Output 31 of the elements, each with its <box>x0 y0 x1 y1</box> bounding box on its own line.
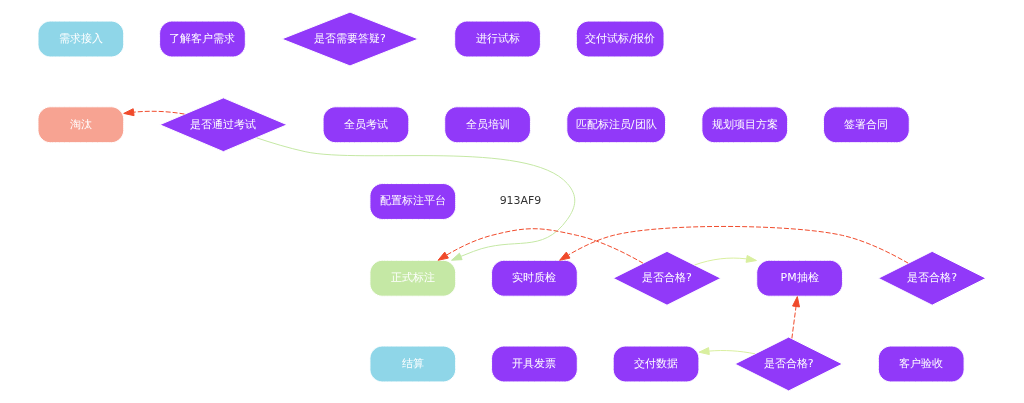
node-box: 实时质检 <box>491 259 578 297</box>
node-box: 客户验收 <box>877 345 965 383</box>
node-box: 正式标注 <box>369 259 457 297</box>
node-box: 开具发票 <box>491 345 578 383</box>
node-box: 结算 <box>369 345 457 383</box>
node-box: PM抽检 <box>756 259 843 297</box>
arrow <box>693 254 757 266</box>
node-diamond: 是否合格? <box>612 250 722 306</box>
node-diamond: 是否通过考试 <box>159 97 288 153</box>
node-box: 配置标注平台 <box>369 183 457 220</box>
arrow <box>123 108 185 117</box>
arrow <box>437 228 644 264</box>
node-box: 全员培训 <box>444 106 531 144</box>
node-box: 匹配标注员/团队 <box>566 106 666 144</box>
node-diamond: 是否合格? <box>734 336 843 392</box>
node-box: 交付试标/报价 <box>575 20 665 58</box>
node-box: 签署合同 <box>823 106 910 144</box>
arrow <box>698 347 756 356</box>
node-diamond: 是否合格? <box>877 250 987 306</box>
label: 913AF9 <box>499 194 542 208</box>
arrow <box>559 225 909 264</box>
node-box: 淘汰 <box>37 106 125 144</box>
node-box: 需求接入 <box>37 20 125 58</box>
node-box: 规划项目方案 <box>701 106 789 144</box>
node-diamond: 是否需要答疑? <box>281 11 419 67</box>
arrow <box>255 137 576 261</box>
arrow <box>791 296 800 339</box>
node-box: 全员考试 <box>322 106 410 144</box>
node-box: 了解客户需求 <box>159 20 246 58</box>
node-box: 交付数据 <box>612 345 700 383</box>
node-box: 进行试标 <box>454 20 541 58</box>
